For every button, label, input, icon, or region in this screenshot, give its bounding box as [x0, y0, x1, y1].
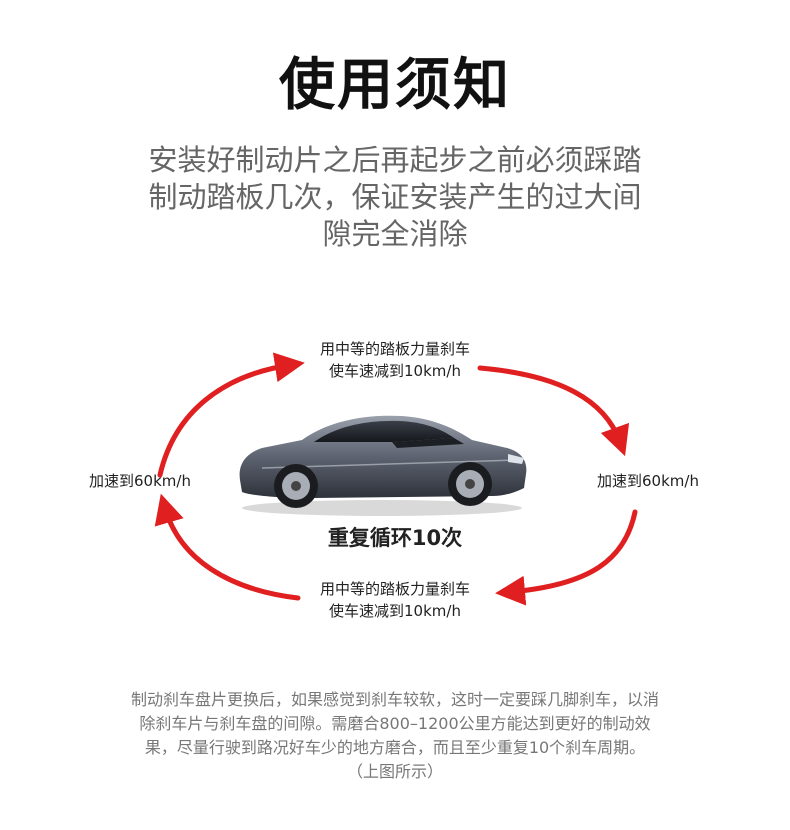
note-line: 果，尽量行驶到路况好车少的地方磨合，而且至少重复10个刹车周期。 — [144, 738, 646, 757]
step-accelerate-left: 加速到60km/h — [89, 472, 191, 490]
page-title: 使用须知 — [279, 53, 511, 118]
intro-line: 制动踏板几次，保证安装产生的过大间 — [148, 180, 642, 214]
step-text: 用中等的踏板力量刹车 — [319, 340, 470, 358]
step-text: 用中等的踏板力量刹车 — [319, 580, 470, 598]
step-text: 使车速减到10km/h — [329, 362, 461, 380]
step-text: 使车速减到10km/h — [329, 602, 461, 620]
arrow-bottom-right — [495, 509, 638, 606]
note-line: 制动刹车盘片更换后，如果感觉到刹车较软，这时一定要踩几脚刹车，以消 — [130, 690, 659, 709]
note-line: 除刹车片与刹车盘的间隙。需磨合800–1200公里方能达到更好的制动效 — [139, 714, 651, 733]
step-brake-top: 用中等的踏板力量刹车 使车速减到10km/h — [270, 338, 520, 382]
cycle-arrows — [154, 352, 638, 606]
break-in-note: 制动刹车盘片更换后，如果感觉到刹车较软，这时一定要踩几脚刹车，以消 除刹车片与刹… — [50, 688, 740, 784]
brake-cycle-diagram: 用中等的踏板力量刹车 使车速减到10km/h 加速到60km/h 加速到60km… — [0, 320, 790, 640]
arrow-bottom-left — [154, 493, 301, 601]
sports-car-icon — [232, 408, 532, 518]
arrow-top-right — [477, 365, 630, 457]
intro-line: 安装好制动片之后再起步之前必须踩踏 — [148, 143, 642, 177]
note-line: （上图所示） — [346, 762, 443, 781]
intro-line: 隙完全消除 — [322, 217, 468, 251]
intro-text: 安装好制动片之后再起步之前必须踩踏 制动踏板几次，保证安装产生的过大间 隙完全消… — [120, 142, 670, 253]
step-accelerate-right: 加速到60km/h — [597, 472, 699, 490]
cycle-count-label: 重复循环10次 — [327, 526, 463, 550]
step-brake-bottom: 用中等的踏板力量刹车 使车速减到10km/h — [270, 578, 520, 622]
arrow-top-left — [157, 352, 305, 478]
